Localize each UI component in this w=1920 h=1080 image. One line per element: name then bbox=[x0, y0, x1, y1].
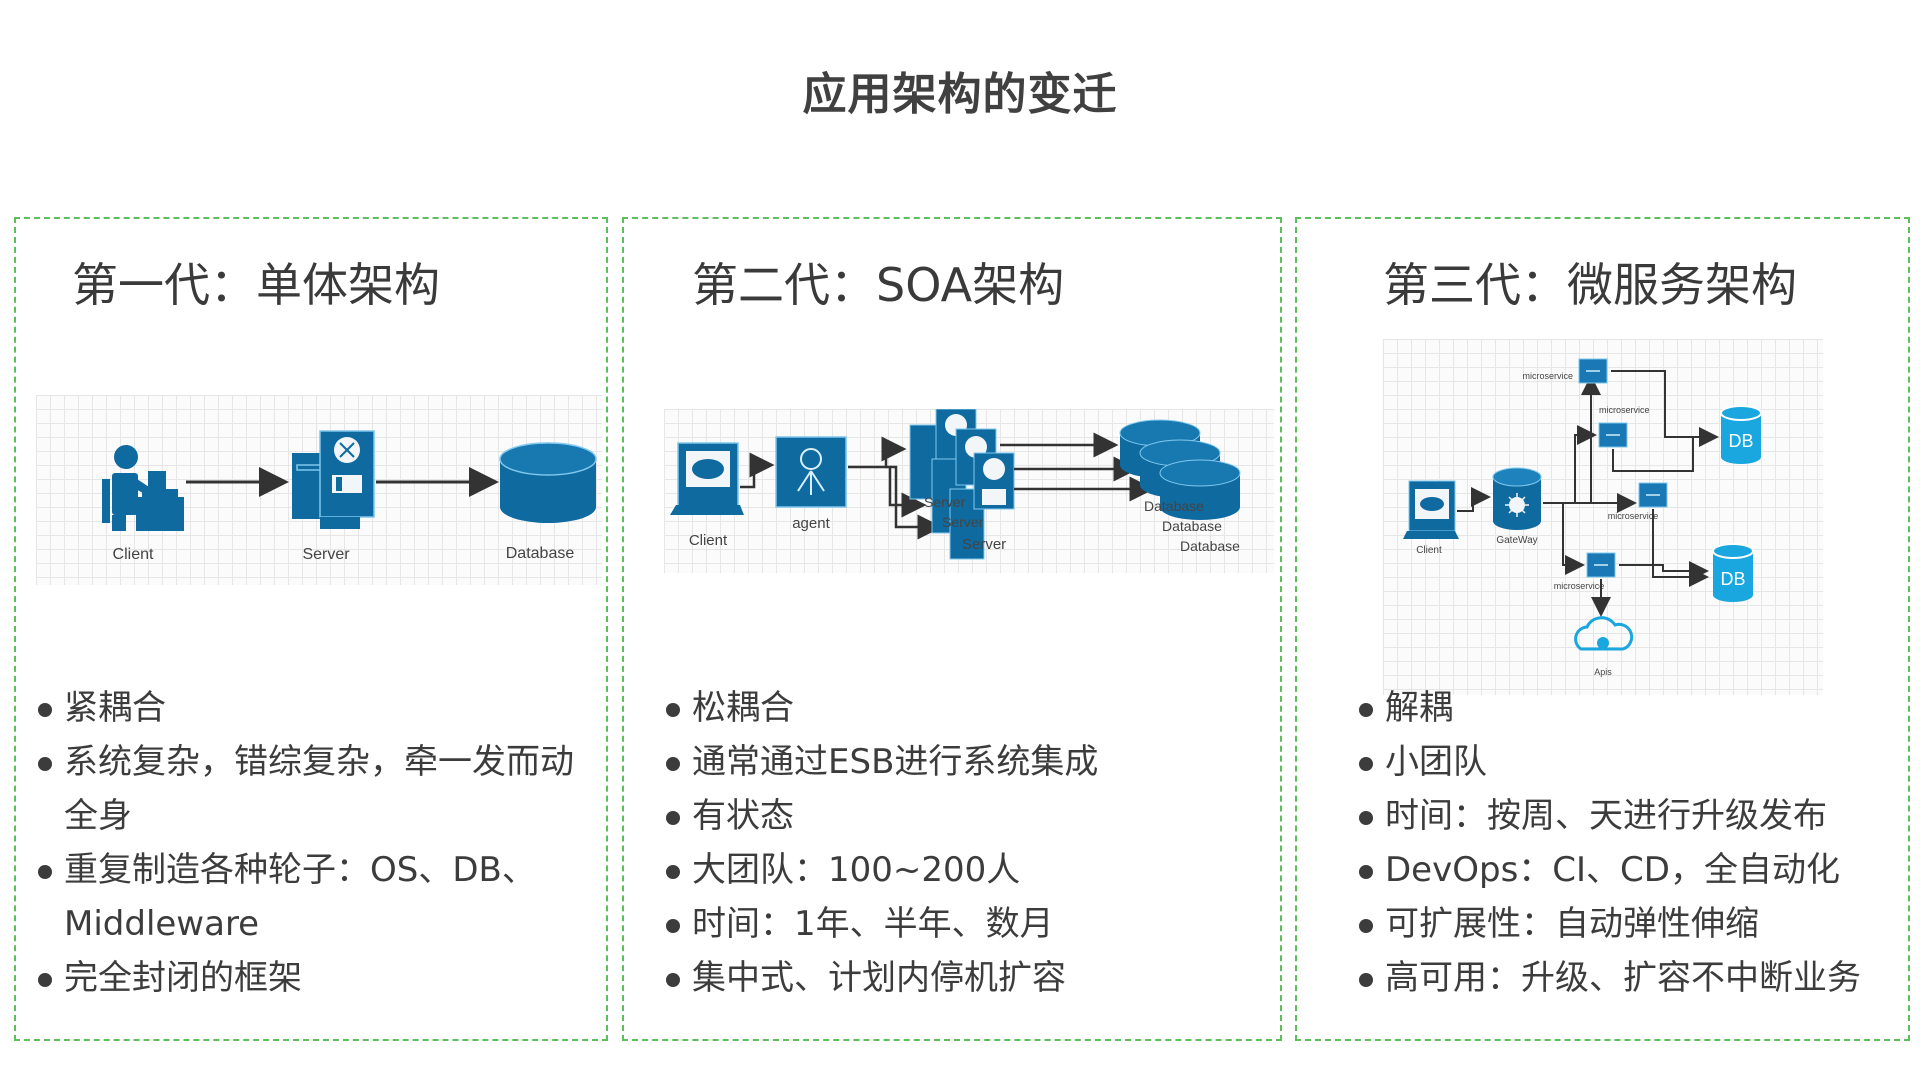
db-label-1: DB bbox=[1728, 431, 1753, 451]
panel-soa: 第二代：SOA架构 Client agent bbox=[622, 217, 1282, 1041]
monolith-bullets: 紧耦合 系统复杂，错综复杂，牵一发而动全身 重复制造各种轮子：OS、DB、Mid… bbox=[36, 681, 576, 1005]
db-cylinder-icon bbox=[1720, 405, 1762, 464]
gateway-label: GateWay bbox=[1496, 535, 1537, 546]
bullet-item: 时间：按周、天进行升级发布 bbox=[1357, 789, 1917, 843]
microservice-label-4: microservice bbox=[1554, 581, 1605, 591]
bullet-item: DevOps：CI、CD，全自动化 bbox=[1357, 843, 1917, 897]
soa-diagram: Client agent bbox=[664, 409, 1274, 573]
panel-heading: 第二代：SOA架构 bbox=[692, 258, 1065, 312]
microservice-icon bbox=[1578, 358, 1608, 384]
microservice-label-2: microservice bbox=[1599, 405, 1650, 415]
panel-heading: 第三代：微服务架构 bbox=[1383, 258, 1797, 312]
database-label: Database bbox=[506, 545, 575, 562]
client-label: Client bbox=[689, 532, 728, 549]
bullet-item: 系统复杂，错综复杂，牵一发而动全身 bbox=[36, 735, 576, 843]
bullet-item: 可扩展性：自动弹性伸缩 bbox=[1357, 897, 1917, 951]
bullet-item: 时间：1年、半年、数月 bbox=[664, 897, 1264, 951]
bullet-item: 集中式、计划内停机扩容 bbox=[664, 951, 1264, 1005]
database-icon bbox=[499, 442, 597, 523]
client-terminal-icon bbox=[670, 442, 744, 515]
apis-label: Apis bbox=[1594, 667, 1612, 677]
monolith-diagram: Client Server Database bbox=[36, 395, 602, 585]
client-user-icon bbox=[102, 445, 184, 531]
microservice-bullets: 解耦 小团队 时间：按周、天进行升级发布 DevOps：CI、CD，全自动化 可… bbox=[1357, 681, 1917, 1005]
client-terminal-icon bbox=[1403, 480, 1459, 539]
panel-microservices: 第三代：微服务架构 Client bbox=[1295, 217, 1910, 1041]
server-label: Server bbox=[302, 546, 350, 563]
bullet-item: 小团队 bbox=[1357, 735, 1917, 789]
microservice-icon bbox=[1638, 482, 1668, 508]
bullet-item: 大团队：100~200人 bbox=[664, 843, 1264, 897]
page-title: 应用架构的变迁 bbox=[802, 69, 1118, 120]
bullet-item: 高可用：升级、扩容不中断业务 bbox=[1357, 951, 1917, 1005]
microservice-label-3: microservice bbox=[1608, 511, 1659, 521]
apis-cloud-icon bbox=[1574, 616, 1634, 651]
client-label: Client bbox=[1416, 545, 1442, 556]
microservice-icon bbox=[1598, 422, 1628, 448]
server-label-2: Server bbox=[942, 514, 984, 530]
database-label-1: Database bbox=[1144, 498, 1204, 514]
bullet-item: 通常通过ESB进行系统集成 bbox=[664, 735, 1264, 789]
database-stack-icon bbox=[1119, 419, 1241, 520]
bullet-item: 解耦 bbox=[1357, 681, 1917, 735]
bullet-item: 有状态 bbox=[664, 789, 1264, 843]
microservice-icon bbox=[1586, 552, 1616, 578]
server-label-3: Server bbox=[962, 536, 1006, 553]
bullet-item: 紧耦合 bbox=[36, 681, 576, 735]
server-label-1: Server bbox=[924, 494, 966, 510]
bullet-item: 重复制造各种轮子：OS、DB、Middleware bbox=[36, 843, 576, 951]
client-label: Client bbox=[113, 546, 154, 563]
agent-label: agent bbox=[792, 515, 830, 532]
bullet-item: 完全封闭的框架 bbox=[36, 951, 576, 1005]
database-label-3: Database bbox=[1180, 538, 1240, 554]
agent-icon bbox=[775, 436, 847, 508]
panel-heading: 第一代：单体架构 bbox=[72, 258, 440, 312]
database-label-2: Database bbox=[1162, 518, 1222, 534]
microservice-label-1: microservice bbox=[1522, 371, 1573, 381]
panel-monolith: 第一代：单体架构 Client bbox=[14, 217, 608, 1041]
server-icon bbox=[292, 430, 375, 529]
bullet-item: 松耦合 bbox=[664, 681, 1264, 735]
gateway-router-icon bbox=[1492, 467, 1542, 530]
soa-bullets: 松耦合 通常通过ESB进行系统集成 有状态 大团队：100~200人 时间：1年… bbox=[664, 681, 1264, 1005]
server-stack-icon bbox=[909, 409, 1015, 560]
db-label-2: DB bbox=[1720, 569, 1745, 589]
db-cylinder-icon bbox=[1712, 543, 1754, 602]
microservice-diagram: Client GateWay microservice bbox=[1383, 339, 1823, 695]
